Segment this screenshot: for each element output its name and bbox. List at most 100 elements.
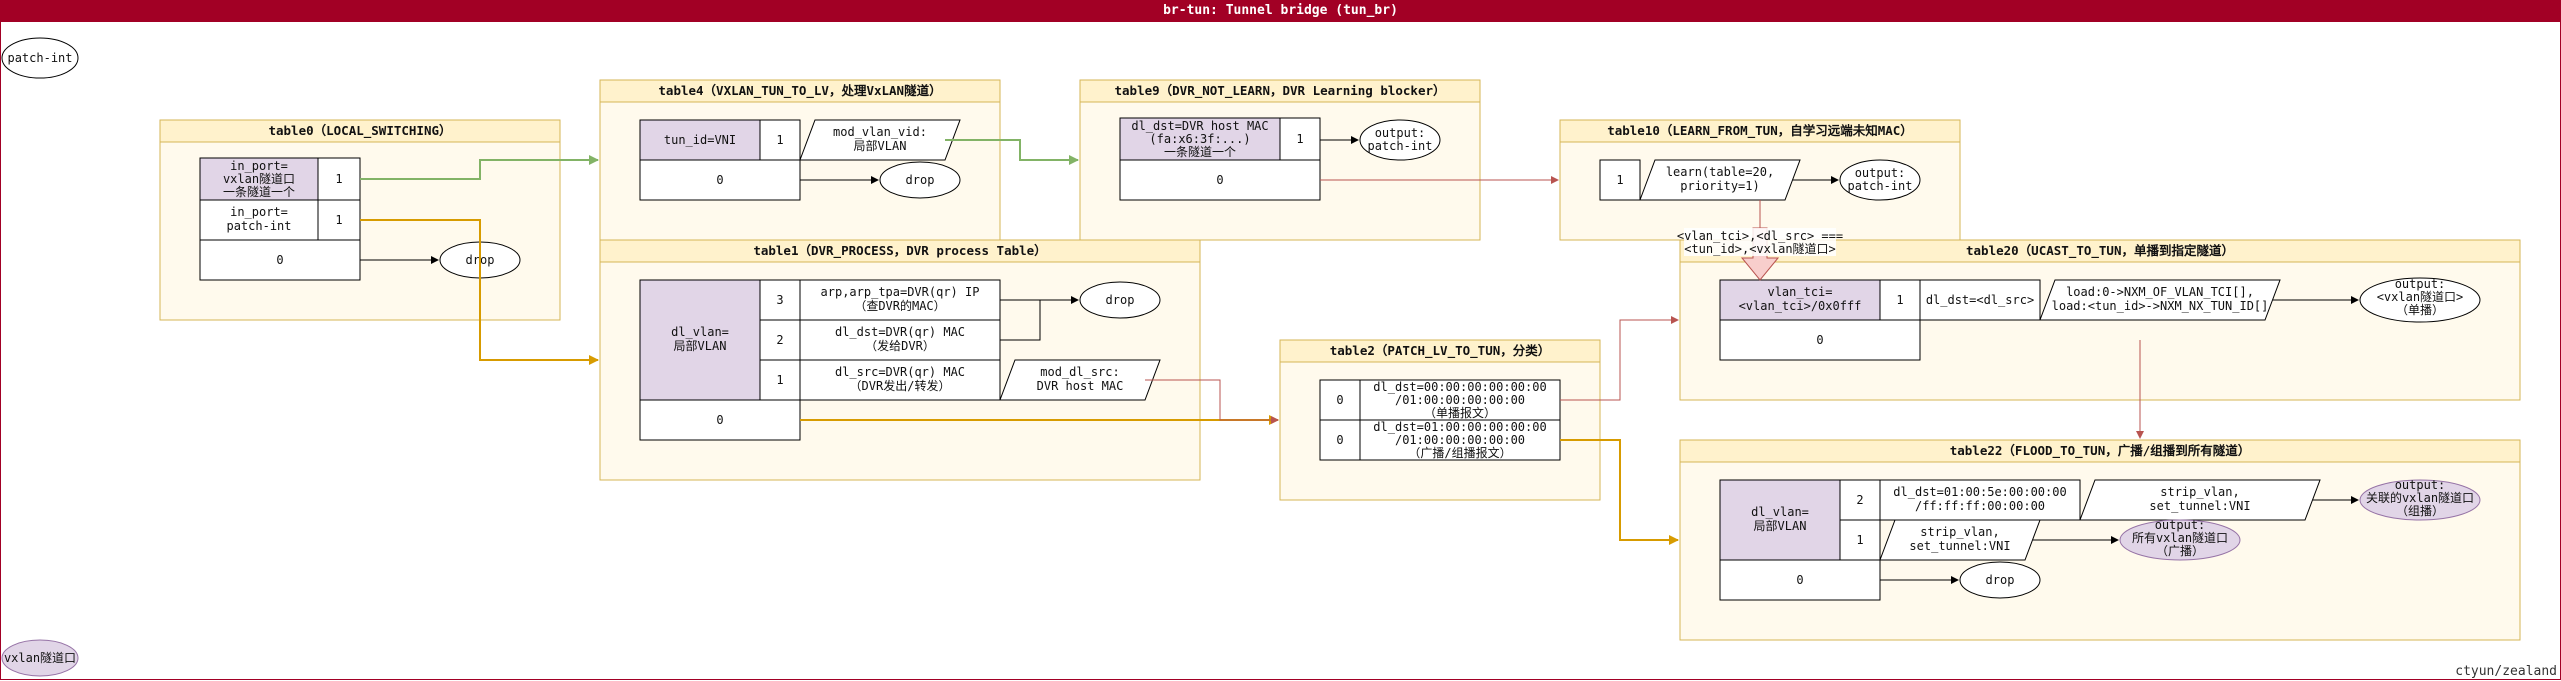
table4-r1-prio: 1 bbox=[776, 133, 783, 147]
svg-text:<tun_id>,<vxlan隧道口>: <tun_id>,<vxlan隧道口> bbox=[1684, 241, 1836, 256]
svg-text:（发给DVR）: （发给DVR） bbox=[865, 338, 935, 353]
table1-mod-src: mod_dl_src: bbox=[1040, 365, 1119, 379]
table4-r1-action: mod_vlan_vid: bbox=[833, 125, 927, 139]
table1-r1-prio: 1 bbox=[776, 373, 783, 387]
svg-text:set_tunnel:VNI: set_tunnel:VNI bbox=[1909, 539, 2010, 553]
table0-r2-match: in_port= bbox=[230, 205, 288, 219]
svg-text:局部VLAN: 局部VLAN bbox=[1754, 518, 1807, 533]
table22: table22（FLOOD_TO_TUN，广播/组播到所有隧道） dl_vlan… bbox=[1679, 439, 2521, 641]
table22-r2-action: strip_vlan, bbox=[2160, 485, 2239, 499]
table2-r1-prio: 0 bbox=[1336, 393, 1343, 407]
svg-text:局部VLAN: 局部VLAN bbox=[854, 138, 907, 153]
svg-text:set_tunnel:VNI: set_tunnel:VNI bbox=[2149, 499, 2250, 513]
table2-r2-match: dl_dst=01:00:00:00:00:00 bbox=[1373, 420, 1546, 434]
svg-text:<vlan_tci>/0x0fff: <vlan_tci>/0x0fff bbox=[1739, 299, 1862, 313]
table0-r2-prio: 1 bbox=[335, 213, 342, 227]
table0-r1-match: in_port= bbox=[230, 159, 288, 173]
svg-text:priority=1): priority=1) bbox=[1680, 179, 1759, 193]
table2-r1-match: dl_dst=00:00:00:00:00:00 bbox=[1373, 380, 1546, 394]
table9-output: output: bbox=[1375, 126, 1426, 140]
table0-title: table0（LOCAL_SWITCHING） bbox=[268, 123, 451, 139]
table1-r3-match: arp,arp_tpa=DVR(qr) IP bbox=[821, 285, 980, 299]
svg-text:patch-int: patch-int bbox=[1367, 139, 1432, 153]
svg-text:patch-int: patch-int bbox=[1847, 179, 1912, 193]
table0-r3-prio: 0 bbox=[276, 253, 283, 267]
table1-r0-prio: 0 bbox=[716, 413, 723, 427]
svg-text:patch-int: patch-int bbox=[226, 219, 291, 233]
table4-drop: drop bbox=[906, 173, 935, 187]
svg-text:（广播）: （广播） bbox=[2156, 544, 2204, 558]
table22-r1-output: output: bbox=[2155, 518, 2206, 532]
port-vxlan-label: vxlan隧道口 bbox=[4, 650, 76, 665]
table2-r2-prio: 0 bbox=[1336, 433, 1343, 447]
svg-text:（单播）: （单播） bbox=[2396, 303, 2444, 317]
table2-title: table2（PATCH_LV_TO_TUN，分类） bbox=[1330, 343, 1551, 359]
table22-r2-prio: 2 bbox=[1856, 493, 1863, 507]
table1: table1（DVR_PROCESS，DVR process Table） dl… bbox=[599, 239, 1201, 481]
table1-title: table1（DVR_PROCESS，DVR process Table） bbox=[753, 243, 1046, 259]
svg-text:/01:00:00:00:00:00: /01:00:00:00:00:00 bbox=[1395, 433, 1525, 447]
table20-r1-dst: dl_dst=<dl_src> bbox=[1926, 293, 2034, 307]
port-patch-int: patch-int bbox=[1, 37, 79, 79]
port-patch-int-label: patch-int bbox=[7, 51, 72, 65]
table9: table9（DVR_NOT_LEARN，DVR Learning blocke… bbox=[1079, 79, 1481, 241]
table10: table10（LEARN_FROM_TUN，自学习远端未知MAC） 1 lea… bbox=[1559, 119, 1961, 241]
table1-drop: drop bbox=[1106, 293, 1135, 307]
svg-text:<vxlan隧道口>: <vxlan隧道口> bbox=[2377, 289, 2464, 304]
table10-r1-prio: 1 bbox=[1616, 173, 1623, 187]
svg-text:load:<tun_id>->NXM_NX_TUN_ID[]: load:<tun_id>->NXM_NX_TUN_ID[] bbox=[2052, 299, 2269, 313]
table20-output: output: bbox=[2395, 277, 2446, 291]
table0-r1-prio: 1 bbox=[335, 172, 342, 186]
table20: table20（UCAST_TO_TUN，单播到指定隧道） vlan_tci= … bbox=[1679, 239, 2521, 401]
connectors: <vlan_tci>,<dl_src> === <tun_id>,<vxlan隧… bbox=[360, 139, 2144, 545]
table4-title: table4（VXLAN_TUN_TO_LV，处理VxLAN隧道） bbox=[658, 83, 941, 99]
svg-text:所有vxlan隧道口: 所有vxlan隧道口 bbox=[2132, 530, 2228, 545]
svg-text:关联的vxlan隧道口: 关联的vxlan隧道口 bbox=[2366, 490, 2474, 505]
svg-text:（单播报文）: （单播报文） bbox=[1424, 405, 1496, 420]
table1-r2-match: dl_dst=DVR(qr) MAC bbox=[835, 325, 965, 339]
table22-r2-match: dl_dst=01:00:5e:00:00:00 bbox=[1893, 485, 2066, 499]
table20-r1-prio: 1 bbox=[1896, 293, 1903, 307]
credit: ctyun/zealand bbox=[2455, 664, 2557, 679]
svg-text:vxlan隧道口: vxlan隧道口 bbox=[223, 171, 295, 186]
table2: table2（PATCH_LV_TO_TUN，分类） 0 dl_dst=00:0… bbox=[1279, 339, 1601, 501]
table10-output: output: bbox=[1855, 166, 1906, 180]
page-title: br-tun: Tunnel bridge (tun_br) bbox=[0, 0, 2561, 22]
table1-r3-prio: 3 bbox=[776, 293, 783, 307]
table20-r2-prio: 0 bbox=[1816, 333, 1823, 347]
svg-text:/01:00:00:00:00:00: /01:00:00:00:00:00 bbox=[1395, 393, 1525, 407]
svg-text:DVR host MAC: DVR host MAC bbox=[1037, 379, 1124, 393]
table9-r1-prio: 1 bbox=[1296, 132, 1303, 146]
svg-text:（广播/组播报文）: （广播/组播报文） bbox=[1408, 445, 1511, 460]
table10-learn: learn(table=20, bbox=[1666, 165, 1774, 179]
table22-match: dl_vlan= bbox=[1751, 505, 1809, 519]
svg-text:/ff:ff:ff:00:00:00: /ff:ff:ff:00:00:00 bbox=[1915, 499, 2045, 513]
table22-r1-prio: 1 bbox=[1856, 533, 1863, 547]
table1-r1-match: dl_src=DVR(qr) MAC bbox=[835, 365, 965, 379]
svg-text:（组播）: （组播） bbox=[2396, 504, 2444, 518]
table22-r2-output: output: bbox=[2395, 478, 2446, 492]
port-vxlan: vxlan隧道口 bbox=[1, 639, 79, 677]
table9-r2-prio: 0 bbox=[1216, 173, 1223, 187]
table20-r1-match: vlan_tci= bbox=[1767, 285, 1832, 299]
table22-drop: drop bbox=[1986, 573, 2015, 587]
table1-r2-prio: 2 bbox=[776, 333, 783, 347]
svg-text:（DVR发出/转发）: （DVR发出/转发） bbox=[850, 378, 951, 393]
svg-text:(fa:x6:3f:...): (fa:x6:3f:...) bbox=[1149, 132, 1250, 146]
table1-match: dl_vlan= bbox=[671, 325, 729, 339]
table9-r1-match: dl_dst=DVR host MAC bbox=[1131, 119, 1268, 133]
svg-text:（查DVR的MAC）: （查DVR的MAC） bbox=[854, 298, 945, 313]
table4: table4（VXLAN_TUN_TO_LV，处理VxLAN隧道） tun_id… bbox=[599, 79, 1001, 241]
table20-title: table20（UCAST_TO_TUN，单播到指定隧道） bbox=[1966, 243, 2234, 259]
learn-note: <vlan_tci>,<dl_src> === bbox=[1677, 229, 1843, 243]
table22-title: table22（FLOOD_TO_TUN，广播/组播到所有隧道） bbox=[1950, 443, 2251, 459]
table10-title: table10（LEARN_FROM_TUN，自学习远端未知MAC） bbox=[1607, 123, 1913, 139]
svg-text:一条隧道一个: 一条隧道一个 bbox=[223, 184, 295, 199]
table22-r0-prio: 0 bbox=[1796, 573, 1803, 587]
svg-text:一条隧道一个: 一条隧道一个 bbox=[1164, 144, 1236, 159]
table4-r2-prio: 0 bbox=[716, 173, 723, 187]
svg-text:局部VLAN: 局部VLAN bbox=[674, 338, 727, 353]
table9-title: table9（DVR_NOT_LEARN，DVR Learning blocke… bbox=[1115, 83, 1446, 99]
